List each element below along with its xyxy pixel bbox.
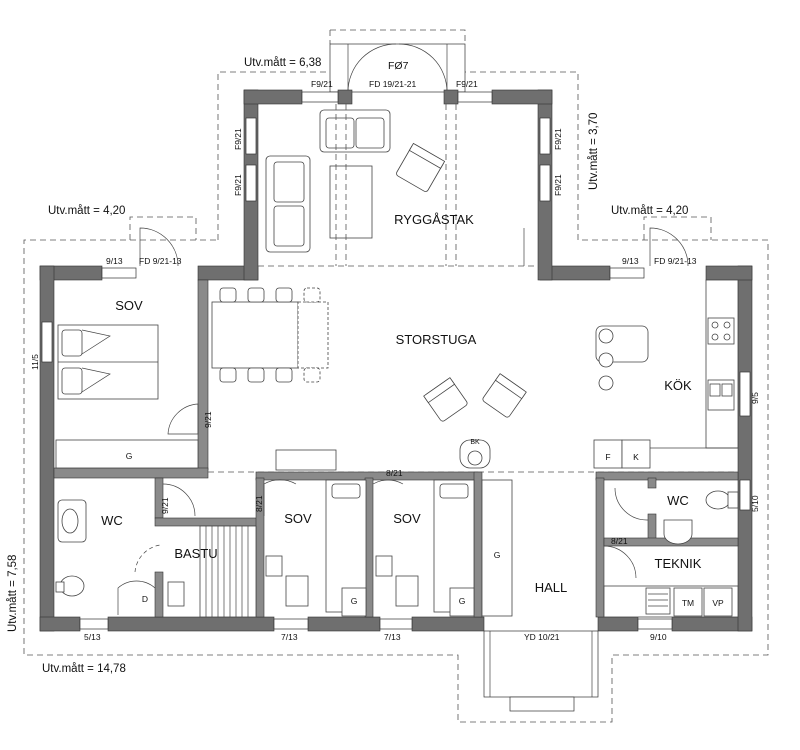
sideboard <box>275 449 337 471</box>
dim-left-wing: Utv.mått = 4,20 <box>48 205 125 217</box>
opening-9-21-sov: 9/21 <box>203 411 213 428</box>
opening-9-10: 9/10 <box>650 632 667 642</box>
fixture-vp: VP <box>712 598 724 608</box>
room-sov-2: SOV <box>284 511 312 526</box>
room-wc-1: WC <box>101 513 123 528</box>
dim-left-height: Utv.mått = 7,58 <box>7 555 19 632</box>
fixture-g-sov3: G <box>459 596 466 606</box>
ryggastak-dashes <box>208 104 738 473</box>
opening-fo7: FØ7 <box>388 60 409 72</box>
opening-f9-21-r1: F9/21 <box>553 128 563 150</box>
sov3-furniture <box>375 479 475 617</box>
room-hall: HALL <box>535 580 568 595</box>
opening-f9-21-l2: F9/21 <box>233 174 243 196</box>
stove <box>459 439 491 469</box>
opening-f9-21-a: F9/21 <box>311 79 333 89</box>
fixture-fridge: F <box>605 452 610 462</box>
dining-table <box>211 287 329 383</box>
fixture-g-sov1: G <box>126 451 133 461</box>
opening-f9-21-r2: F9/21 <box>553 174 563 196</box>
room-storstuga: STORSTUGA <box>396 332 477 347</box>
room-teknik: TEKNIK <box>655 556 702 571</box>
sov2-furniture <box>265 479 367 617</box>
room-ryggastak: RYGGÅSTAK <box>394 212 474 227</box>
dimension-outline <box>23 29 769 723</box>
wc1-fixtures <box>55 499 156 615</box>
porch-entry <box>329 43 466 93</box>
teknik-fixtures <box>603 585 739 618</box>
fixture-bk: BK <box>470 439 480 446</box>
opening-f9-21-b: F9/21 <box>456 79 478 89</box>
dim-right-wing: Utv.mått = 4,20 <box>611 205 688 217</box>
sauna-benches <box>167 525 257 618</box>
room-sov-1: SOV <box>115 298 143 313</box>
opening-fd19: FD 19/21-21 <box>369 79 417 89</box>
room-sov-3: SOV <box>393 511 421 526</box>
opening-9-13-right: 9/13 <box>622 256 639 266</box>
windows <box>41 91 751 630</box>
dim-top-porch: Utv.mått = 6,38 <box>244 57 321 69</box>
opening-7-13-b: 7/13 <box>384 632 401 642</box>
armchairs <box>423 373 527 422</box>
room-wc-2: WC <box>667 493 689 508</box>
fixture-g-sov2: G <box>351 596 358 606</box>
wc2-fixtures <box>663 490 739 545</box>
opening-9-5: 9/5 <box>750 392 760 404</box>
opening-f9-21-l1: F9/21 <box>233 128 243 150</box>
dim-porch-depth: Utv.mått = 3,70 <box>588 113 600 190</box>
opening-7-13-a: 7/13 <box>281 632 298 642</box>
fixture-freezer: K <box>633 452 639 462</box>
opening-8-21-sov2: 8/21 <box>254 495 264 512</box>
opening-5-10: 5/10 <box>750 495 760 512</box>
opening-yd: YD 10/21 <box>524 632 560 642</box>
opening-11-5: 11/5 <box>30 354 40 370</box>
fixture-dryer: D <box>142 594 148 604</box>
sofa-group <box>265 109 446 253</box>
opening-9-13-left: 9/13 <box>106 256 123 266</box>
hall-wardrobe <box>481 479 513 617</box>
opening-8-21-teknik: 8/21 <box>611 536 628 546</box>
opening-5-13: 5/13 <box>84 632 101 642</box>
fixture-tm: TM <box>682 598 694 608</box>
double-bed <box>57 324 159 400</box>
wardrobe-sov1 <box>55 439 199 469</box>
dim-bottom-width: Utv.mått = 14,78 <box>42 663 126 675</box>
opening-8-21-sov3: 8/21 <box>386 468 403 478</box>
opening-fd-left: FD 9/21-13 <box>139 256 182 266</box>
kitchen <box>593 279 739 469</box>
room-bastu: BASTU <box>174 546 217 561</box>
fixture-g-hall: G <box>494 550 501 560</box>
entry-porch <box>483 630 599 712</box>
opening-fd-right: FD 9/21-13 <box>654 256 697 266</box>
opening-9-21-wc: 9/21 <box>160 497 170 514</box>
room-kok: KÖK <box>664 378 692 393</box>
